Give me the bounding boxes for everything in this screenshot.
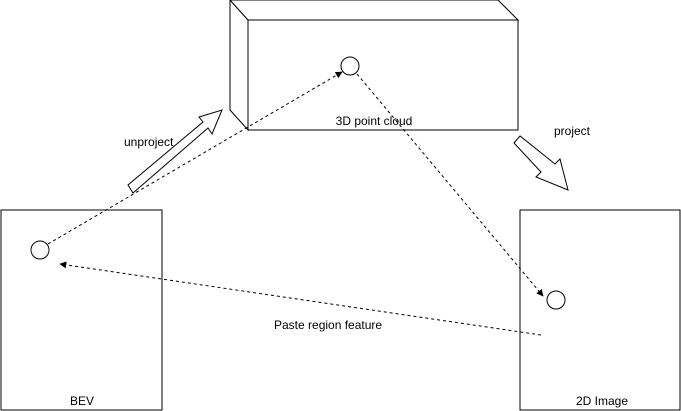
- image-box: [519, 209, 681, 411]
- unproject-label: unproject: [124, 135, 174, 149]
- paste-region-label: Paste region feature: [274, 318, 382, 332]
- project-label: project: [554, 124, 591, 138]
- point-cloud-box: [229, 0, 520, 132]
- bev-label: BEV: [70, 394, 94, 408]
- point-cloud-point: [340, 56, 360, 76]
- bev-point: [30, 240, 50, 260]
- unproject-block-arrow: [127, 109, 223, 194]
- project-block-arrow: [513, 135, 569, 191]
- bev-to-cloud-dashed-arrow: [47, 71, 343, 245]
- cloud-to-image-dashed-arrow: [356, 73, 544, 297]
- image-point: [546, 290, 566, 310]
- image-label: 2D Image: [576, 394, 628, 408]
- bev-box: [0, 209, 163, 411]
